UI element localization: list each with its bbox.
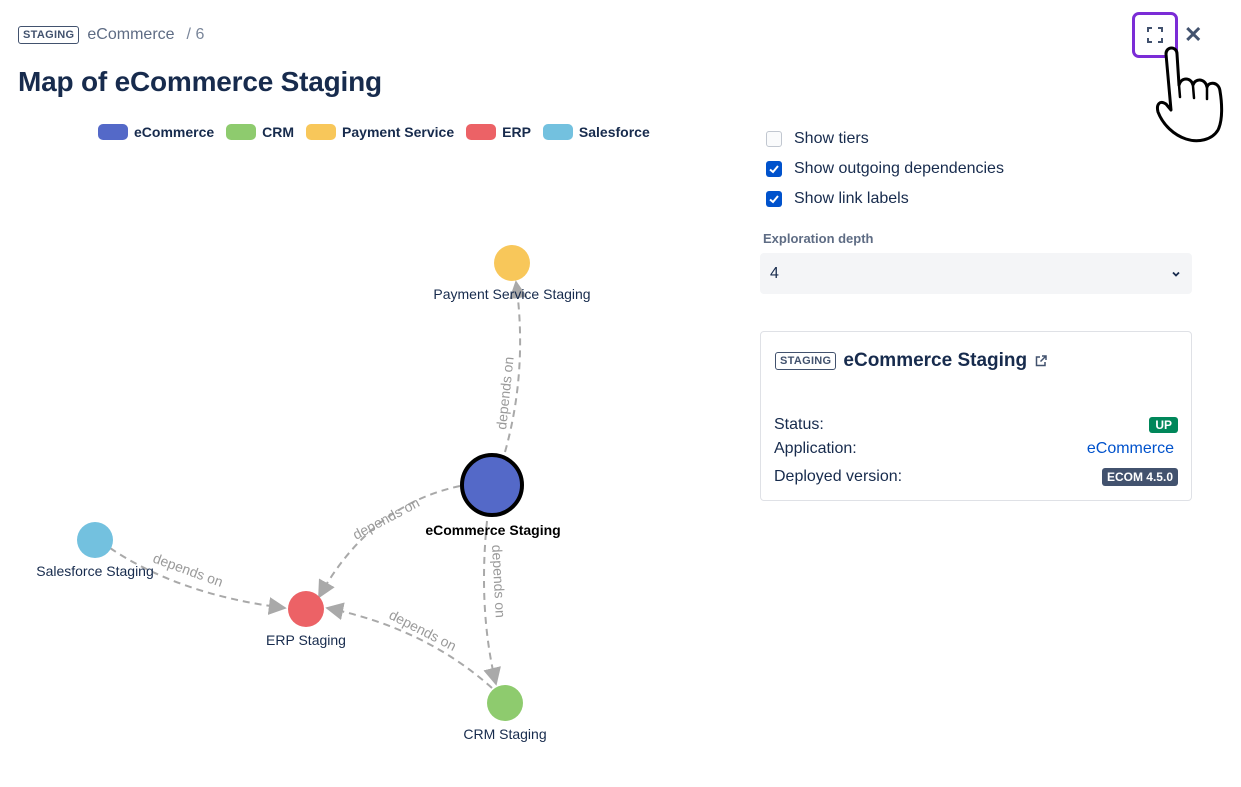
- legend: eCommerce CRM Payment Service ERP Salesf…: [98, 124, 650, 140]
- node-crm[interactable]: [487, 685, 523, 721]
- node-label: CRM Staging: [463, 726, 546, 742]
- link-ecommerce-payment: [504, 280, 528, 453]
- link-ecommerce-erp: [318, 485, 461, 599]
- version-row: Deployed version: ECOM 4.5.0: [774, 468, 1178, 486]
- legend-item-ecommerce: eCommerce: [98, 124, 214, 140]
- exploration-depth-select[interactable]: 4: [760, 253, 1192, 294]
- show-outgoing-option[interactable]: Show outgoing dependencies: [766, 154, 1004, 184]
- environment-details-card: STAGING eCommerce Staging Status: UP App…: [760, 331, 1192, 501]
- node-label: ERP Staging: [266, 632, 346, 648]
- breadcrumb-separator: / 6: [186, 26, 205, 43]
- status-row: Status: UP: [774, 416, 1178, 434]
- check-icon: [769, 195, 779, 204]
- show-outgoing-checkbox[interactable]: [766, 161, 782, 177]
- external-link-icon[interactable]: [1034, 354, 1048, 368]
- version-label: Deployed version:: [774, 468, 903, 485]
- breadcrumb-app[interactable]: eCommerce: [87, 26, 175, 43]
- status-label: Status:: [774, 416, 824, 433]
- node-ecommerce[interactable]: [460, 453, 524, 517]
- legend-swatch: [542, 124, 573, 140]
- close-button[interactable]: ✕: [1184, 12, 1202, 58]
- legend-label: eCommerce: [134, 124, 215, 140]
- top-actions: ✕: [1132, 12, 1202, 58]
- exploration-depth-value: 4: [770, 264, 779, 282]
- node-payment-service[interactable]: [494, 245, 530, 281]
- breadcrumb: STAGING eCommerce / 6: [18, 26, 204, 44]
- dependency-graph: depends on depends on depends on depends…: [36, 245, 591, 742]
- check-icon: [769, 165, 779, 174]
- application-row: Application: eCommerce: [774, 440, 1178, 458]
- show-link-labels-label: Show link labels: [794, 190, 909, 207]
- show-tiers-option[interactable]: Show tiers: [766, 124, 1004, 154]
- show-link-labels-checkbox[interactable]: [766, 191, 782, 207]
- version-badge: ECOM 4.5.0: [1101, 468, 1178, 486]
- legend-label: Salesforce: [578, 124, 650, 140]
- page-title: Map of eCommerce Staging: [18, 66, 382, 97]
- link-crm-erp: [325, 602, 493, 689]
- link-label: depends on: [493, 356, 517, 430]
- status-badge: UP: [1149, 417, 1178, 433]
- legend-swatch: [306, 124, 337, 140]
- link-salesforce-erp: [109, 547, 287, 615]
- legend-label: Payment Service: [342, 124, 455, 140]
- link-label: depends on: [350, 494, 422, 542]
- show-link-labels-option[interactable]: Show link labels: [766, 184, 1004, 214]
- environment-badge: STAGING: [18, 26, 80, 44]
- node-label: Salesforce Staging: [36, 563, 154, 579]
- link-label: depends on: [151, 550, 225, 590]
- node-label: eCommerce Staging: [425, 522, 560, 538]
- expand-icon: [1147, 27, 1163, 43]
- node-salesforce[interactable]: [77, 522, 113, 558]
- application-link[interactable]: eCommerce: [1086, 440, 1174, 457]
- card-title[interactable]: eCommerce Staging: [843, 350, 1028, 371]
- legend-item-crm: CRM: [226, 124, 294, 140]
- card-header: STAGING eCommerce Staging: [775, 350, 1048, 372]
- legend-label: ERP: [502, 124, 531, 140]
- legend-item-erp: ERP: [466, 124, 531, 140]
- legend-swatch: [98, 124, 128, 140]
- environment-badge: STAGING: [775, 352, 837, 370]
- show-tiers-checkbox[interactable]: [766, 131, 782, 147]
- close-icon: ✕: [1184, 22, 1203, 47]
- legend-swatch: [466, 124, 497, 140]
- exploration-depth-label: Exploration depth: [763, 231, 874, 246]
- pointer-hand-icon: [1156, 46, 1224, 143]
- application-label: Application:: [774, 440, 857, 457]
- legend-swatch: [226, 124, 257, 140]
- link-ecommerce-crm: [483, 520, 501, 686]
- legend-item-salesforce: Salesforce: [542, 124, 650, 140]
- chevron-down-icon: [1172, 271, 1180, 277]
- show-tiers-label: Show tiers: [794, 130, 869, 147]
- show-outgoing-label: Show outgoing dependencies: [794, 160, 1004, 177]
- expand-button[interactable]: [1132, 12, 1178, 58]
- link-label: depends on: [489, 544, 509, 618]
- graph-options: Show tiers Show outgoing dependencies Sh…: [766, 124, 1004, 214]
- node-label: Payment Service Staging: [433, 286, 590, 302]
- legend-label: CRM: [262, 124, 295, 140]
- node-erp[interactable]: [288, 591, 324, 627]
- legend-item-payment-service: Payment Service: [306, 124, 454, 140]
